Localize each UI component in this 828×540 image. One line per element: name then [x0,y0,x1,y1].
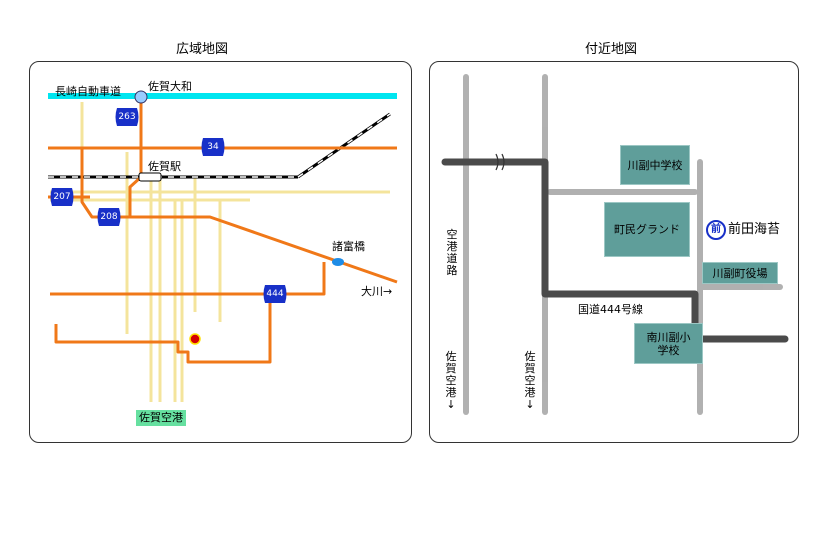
route-34-shield: 34 [200,138,226,156]
to-airport-label-1: 佐賀空港↓ [445,350,457,411]
route-444-label: 444 [266,289,284,299]
near-map-title: 付近地図 [585,42,638,57]
route-208-shield: 208 [96,208,122,226]
wide-map-title: 広域地図 [176,42,229,57]
shop-logo-text: 前 [711,224,721,235]
bridge-label: 諸富橋 [332,240,365,253]
shop-name-label: 前田海苔 [728,222,781,237]
to-airport-label-2: 佐賀空港↓ [524,350,536,411]
elementary-school-box: 南川副小学校 [634,323,703,364]
okawa-direction-label: 大川→ [361,285,393,298]
route-207-shield: 207 [49,188,75,206]
route-444-shield: 444 [262,285,288,303]
station-label: 佐賀駅 [148,160,181,173]
wide-map-roads [48,90,398,402]
route-263-shield: 263 [114,108,140,126]
route-263-label: 263 [118,112,136,122]
route-207-label: 207 [53,192,71,202]
town-ground-box: 町民グランド [604,202,690,257]
near-map-roads [441,74,789,415]
wide-map: 263 34 207 208 444 長崎自動車道 佐賀大和 佐賀駅 諸富橋 大… [29,61,412,443]
airport-label: 佐賀空港 [136,410,186,426]
expressway-label: 長崎自動車道 [55,85,121,98]
airport-road-label: 空港道路 [446,228,458,277]
route-208-label: 208 [100,212,118,222]
route-444-road-label: 国道444号線 [578,303,643,316]
kawasoe-junior-high-box: 川副中学校 [620,145,690,185]
route-34-label: 34 [207,142,219,152]
near-map: 川副中学校 町民グランド 川副町役場 南川副小学校 前 前田海苔 国道444号線… [429,61,799,443]
shop-logo-icon: 前 [706,220,726,240]
interchange-label: 佐賀大和 [148,80,192,93]
town-hall-box: 川副町役場 [702,262,778,284]
